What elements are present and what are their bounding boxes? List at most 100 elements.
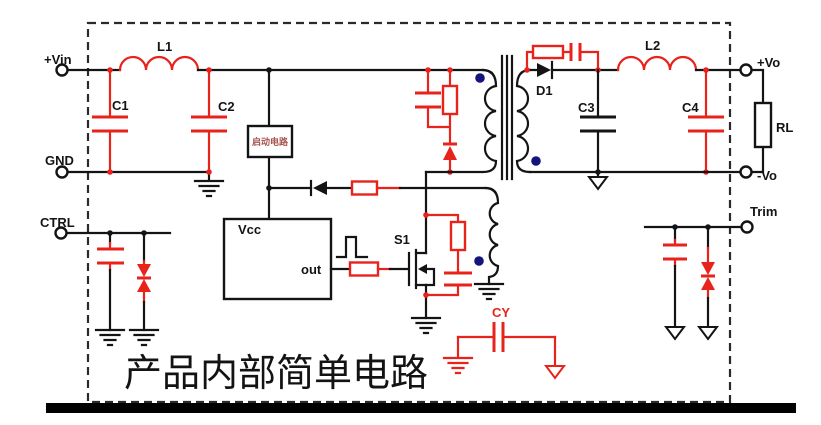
bottom-black-bar <box>46 403 796 413</box>
startup-circuit: 启动电路 <box>246 67 294 221</box>
secondary-phase-dot <box>531 156 541 166</box>
chassis-ground-icon <box>664 326 686 341</box>
earth-ground-icon <box>410 316 442 335</box>
tvs-diode-icon <box>137 279 151 292</box>
primary-phase-dot <box>475 73 485 83</box>
trim-protection: Trim <box>643 204 777 341</box>
load-wires <box>750 68 765 174</box>
ctrl-capacitor-icon <box>97 247 124 265</box>
y-capacitor: CY <box>442 305 566 380</box>
c3-capacitor <box>580 115 616 133</box>
vin-terminal <box>55 63 69 77</box>
ctrl-terminal <box>54 226 68 240</box>
c1-capacitor <box>92 115 128 133</box>
gnd-terminal <box>55 165 69 179</box>
d1-diode-icon <box>537 63 551 77</box>
gnd-label: GND <box>45 153 74 168</box>
junction-dot <box>107 67 113 73</box>
junction-dot <box>423 212 429 218</box>
trim-capacitor-icon <box>663 243 687 261</box>
vo-pos-label: +Vo <box>757 55 780 70</box>
vcc-charge-line <box>266 179 488 197</box>
mosfet-body-wire <box>424 267 436 287</box>
earth-ground-icon <box>94 328 126 347</box>
ctrl-label: CTRL <box>40 215 75 230</box>
control-ic: Vcc out <box>222 217 410 301</box>
pulse-waveform-icon <box>335 235 369 259</box>
c4-capacitor <box>688 115 724 133</box>
junction-dot <box>447 67 453 73</box>
junction-dot <box>423 292 429 298</box>
trim-label: Trim <box>750 204 777 219</box>
clamp-diode-icon <box>443 146 457 160</box>
diode-icon <box>313 181 327 195</box>
tvs-diode-icon <box>701 262 715 275</box>
transformer-core <box>500 54 514 181</box>
control-ic-box <box>222 217 333 301</box>
snubber-resistor-icon <box>449 220 467 252</box>
trim-terminal <box>740 220 754 234</box>
l1-label: L1 <box>157 39 172 54</box>
mosfet-leads <box>414 251 428 287</box>
transformer <box>424 54 541 301</box>
d1-label: D1 <box>536 83 553 98</box>
cy-label: CY <box>492 305 510 320</box>
junction-dot <box>524 67 530 73</box>
clamp-capacitor-icon <box>415 91 441 109</box>
junction-dot <box>425 67 431 73</box>
clamp-wires <box>426 68 452 174</box>
tvs-diode-icon <box>701 277 715 290</box>
snubber-capacitor-icon <box>444 271 472 287</box>
vo-neg-terminal <box>739 165 753 179</box>
junction-dot <box>703 67 709 73</box>
c4-label: C4 <box>682 100 699 115</box>
diagram-title: 产品内部简单电路 <box>124 353 428 395</box>
snubber-wires <box>424 213 460 297</box>
input-filter: L1 C1 C2 <box>66 39 485 198</box>
aux-phase-dot <box>474 256 484 266</box>
aux-winding <box>484 186 500 286</box>
s1-label: S1 <box>394 232 410 247</box>
c2-label: C2 <box>218 99 235 114</box>
c1-label: C1 <box>112 98 129 113</box>
rl-label: RL <box>776 120 793 135</box>
earth-ground-icon <box>473 282 505 301</box>
input-terminals: +Vin GND CTRL <box>40 52 75 240</box>
earth-ground-icon <box>442 356 474 375</box>
chassis-ground-icon <box>587 176 609 191</box>
gate-resistor-icon <box>348 261 380 277</box>
resistor-icon <box>350 180 379 196</box>
earth-ground-icon <box>128 328 160 347</box>
d1-snubber-resistor-icon <box>531 44 565 60</box>
rcd-clamp <box>415 67 459 175</box>
mosfet-arrow-icon <box>418 264 427 274</box>
l2-label: L2 <box>645 38 660 53</box>
vcc-pin-label: Vcc <box>238 222 261 237</box>
junction-dot <box>266 67 272 73</box>
rl-resistor-icon <box>753 101 773 149</box>
c3-label: C3 <box>578 100 595 115</box>
c2-capacitor <box>191 115 227 133</box>
startup-box-label: 启动电路 <box>252 136 289 147</box>
tvs-diode-icon <box>137 264 151 277</box>
junction-dot <box>107 169 113 175</box>
vo-pos-terminal <box>739 63 753 77</box>
chassis-ground-icon <box>544 365 566 380</box>
vo-neg-label: -Vo <box>757 168 777 183</box>
chassis-ground-icon <box>697 326 719 341</box>
out-pin-label: out <box>301 262 322 277</box>
ctrl-protection <box>65 230 172 347</box>
clamp-resistor-icon <box>441 84 459 116</box>
junction-dot <box>206 67 212 73</box>
secondary-winding <box>515 68 532 174</box>
vin-label: +Vin <box>44 52 72 67</box>
primary-winding <box>424 68 498 174</box>
cy-capacitor-icon <box>492 322 505 352</box>
l1-inductor <box>118 55 200 72</box>
startup-box <box>246 124 294 159</box>
junction-dot <box>206 169 212 175</box>
mosfet-switch: S1 <box>394 170 472 335</box>
l2-inductor <box>616 55 698 72</box>
